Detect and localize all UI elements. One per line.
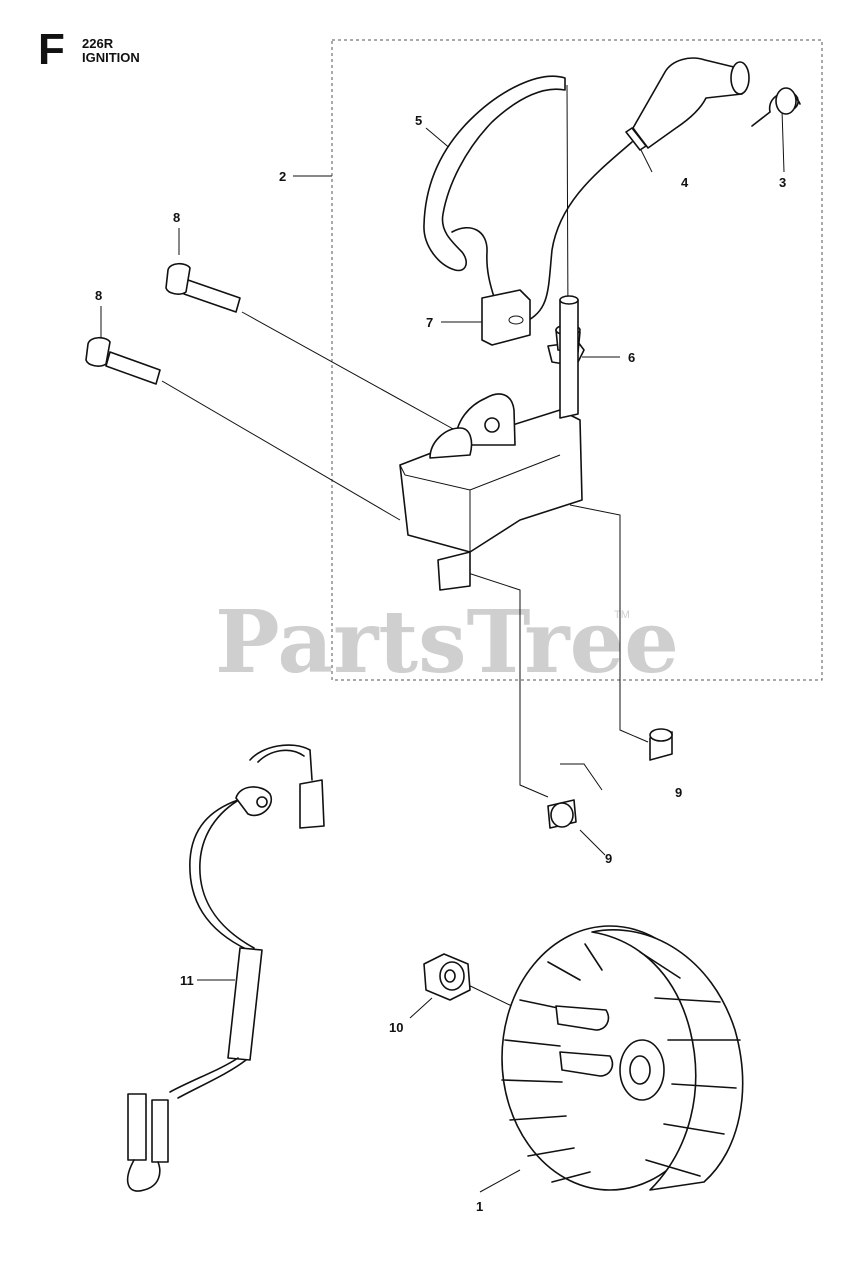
leader-lines xyxy=(100,84,785,1193)
flywheel-nut[interactable] xyxy=(423,953,471,1001)
section-title: IGNITION xyxy=(82,49,140,65)
high-tension-lead[interactable] xyxy=(524,141,633,323)
lead-clip[interactable] xyxy=(481,289,531,346)
callout-8-upper[interactable]: 8 xyxy=(173,210,180,225)
callout-labels: 1 2 3 4 5 6 7 8 8 9 9 10 11 xyxy=(95,113,786,1214)
callout-9-right[interactable]: 9 xyxy=(675,785,682,800)
screw-upper[interactable] xyxy=(165,262,241,313)
spark-plug-boot[interactable] xyxy=(625,57,750,151)
callout-7[interactable]: 7 xyxy=(426,315,433,330)
short-lead[interactable] xyxy=(423,75,566,301)
section-letter: F xyxy=(38,25,65,74)
screw-lower[interactable] xyxy=(85,336,161,385)
callout-5[interactable]: 5 xyxy=(415,113,422,128)
callout-10[interactable]: 10 xyxy=(389,1020,403,1035)
spacer-right[interactable] xyxy=(649,728,673,761)
flywheel[interactable] xyxy=(501,925,744,1191)
watermark-text: PartsTree xyxy=(215,592,679,693)
callout-2[interactable]: 2 xyxy=(279,169,286,184)
watermark-trademark: TM xyxy=(614,609,630,621)
callout-9-left[interactable]: 9 xyxy=(605,851,612,866)
model-number: 226R xyxy=(82,36,114,51)
callout-6[interactable]: 6 xyxy=(628,350,635,365)
callout-4[interactable]: 4 xyxy=(681,175,689,190)
cable-harness[interactable] xyxy=(126,744,325,1192)
diagram-title: 226R IGNITION xyxy=(82,37,140,64)
callout-1[interactable]: 1 xyxy=(476,1199,483,1214)
spring[interactable] xyxy=(751,87,801,127)
ignition-module[interactable] xyxy=(399,295,583,591)
spacer-left[interactable] xyxy=(547,799,577,829)
callout-3[interactable]: 3 xyxy=(779,175,786,190)
callout-11[interactable]: 11 xyxy=(180,973,194,988)
kit-boundary xyxy=(331,39,823,681)
callout-8-lower[interactable]: 8 xyxy=(95,288,102,303)
